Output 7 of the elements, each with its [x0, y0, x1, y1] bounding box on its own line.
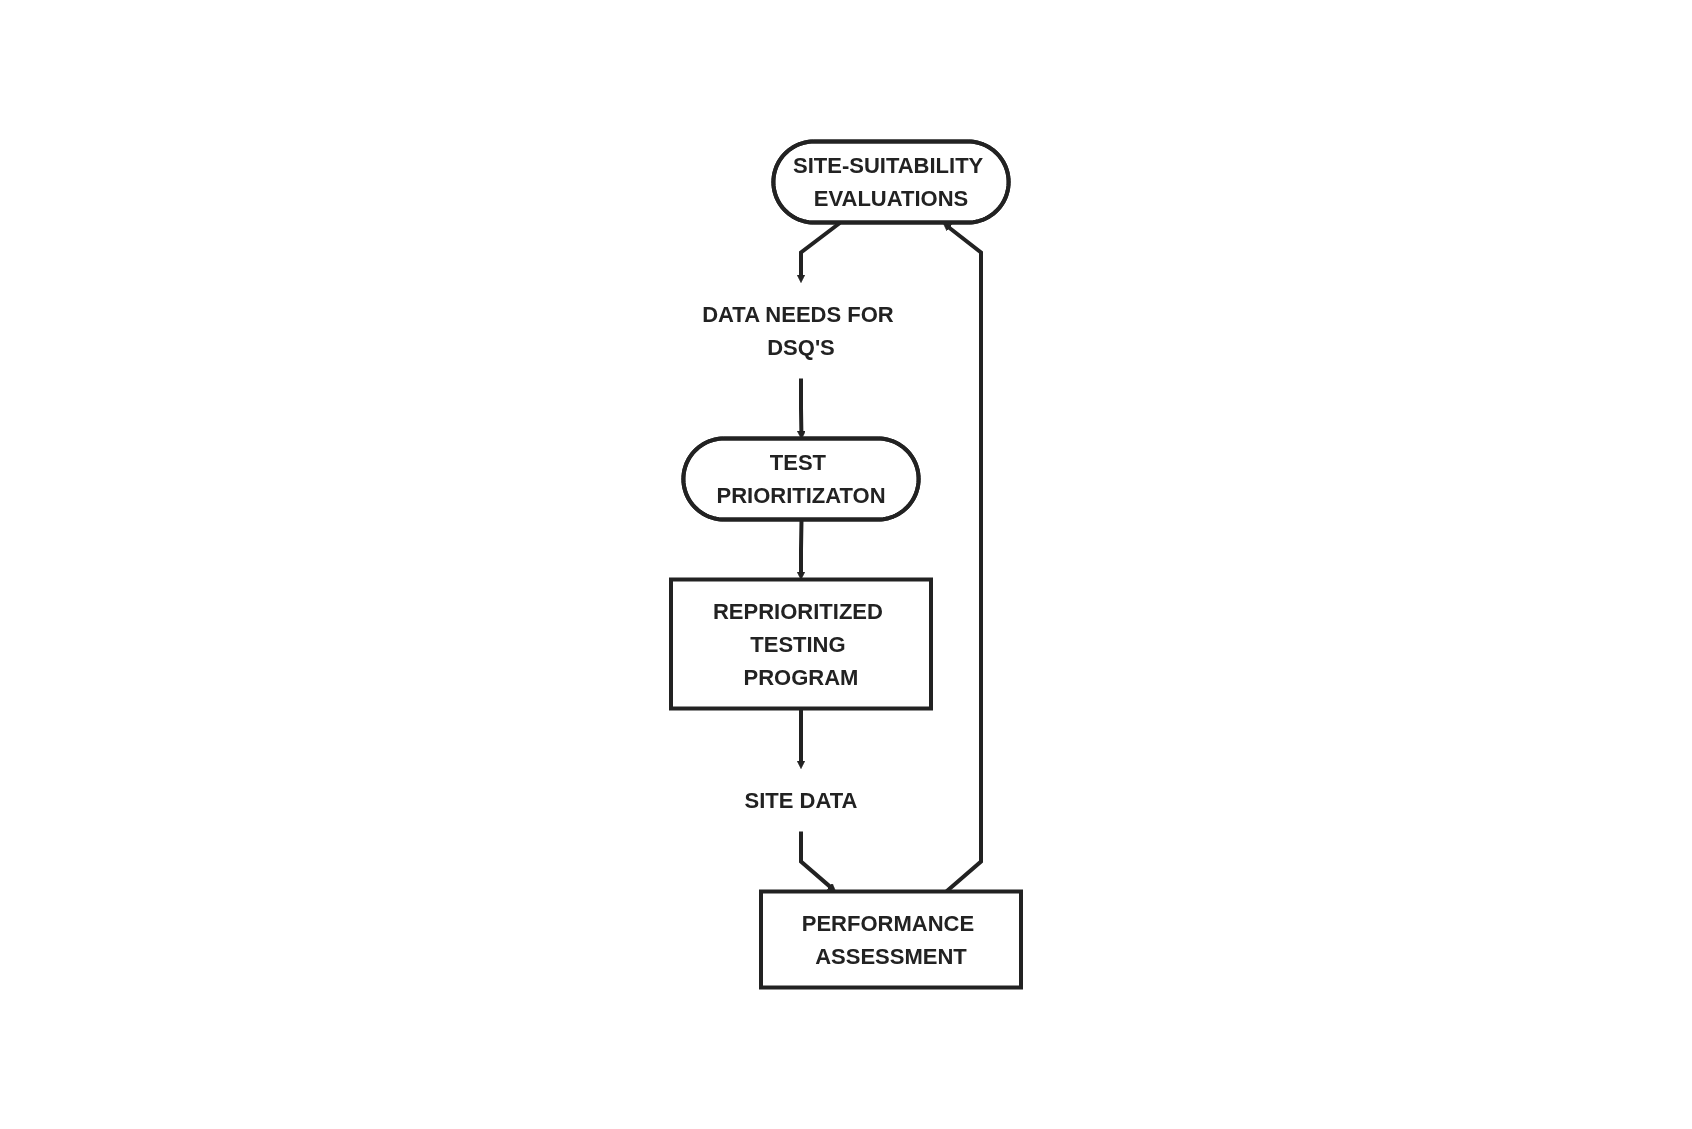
arrow: [796, 708, 806, 769]
node-box: REPRIORITIZED TESTING PROGRAM: [669, 577, 933, 711]
node-text: DATA NEEDS FOR DSQ'S: [702, 301, 894, 360]
node-text: SITE DATA: [744, 787, 858, 813]
arrow: [796, 519, 806, 580]
node-box: PERFORMANCE ASSESSMENT: [759, 889, 1023, 990]
arrow: [799, 831, 836, 892]
